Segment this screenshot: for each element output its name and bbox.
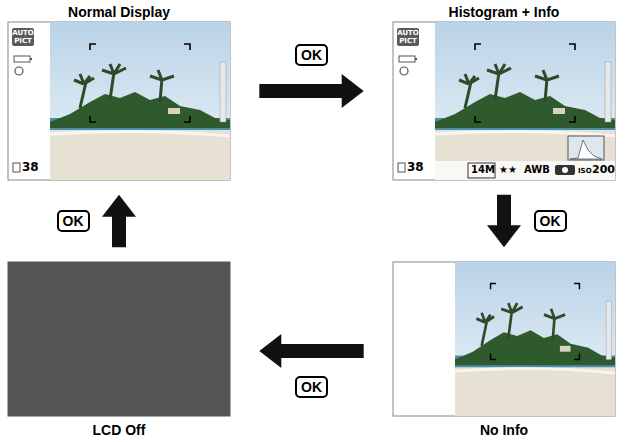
mode-title: LCD Off <box>8 420 230 440</box>
mode-icon-text: AUTO PICT <box>12 28 34 46</box>
transition-arrow <box>102 195 136 247</box>
mode-icon-text: AUTO PICT <box>397 28 419 46</box>
display-mode-screen: No Info <box>393 262 615 440</box>
transition-arrow <box>487 195 521 247</box>
mode-title: No Info <box>393 420 615 440</box>
display-mode-screen: Histogram + Info <box>393 2 615 180</box>
shots-remaining: 38 <box>407 160 424 174</box>
shots-remaining: 38 <box>22 160 39 174</box>
button-label: OK <box>295 44 328 66</box>
button-label: OK <box>295 376 328 398</box>
white-balance-info: AWB <box>524 164 550 175</box>
iso-info: ISO <box>578 167 592 175</box>
button-label: OK <box>57 210 90 232</box>
display-mode-screen: LCD Off <box>8 262 230 440</box>
display-mode-screen: Normal Display <box>8 2 230 180</box>
transition-arrow <box>259 334 363 368</box>
transition-arrow <box>259 74 363 108</box>
mode-title: Histogram + Info <box>393 2 615 22</box>
mode-title: Normal Display <box>8 2 230 22</box>
iso-value: 200 <box>592 163 615 176</box>
button-label: OK <box>534 210 567 232</box>
resolution-info: 14M <box>471 164 495 175</box>
quality-info: ★★ <box>499 164 517 175</box>
